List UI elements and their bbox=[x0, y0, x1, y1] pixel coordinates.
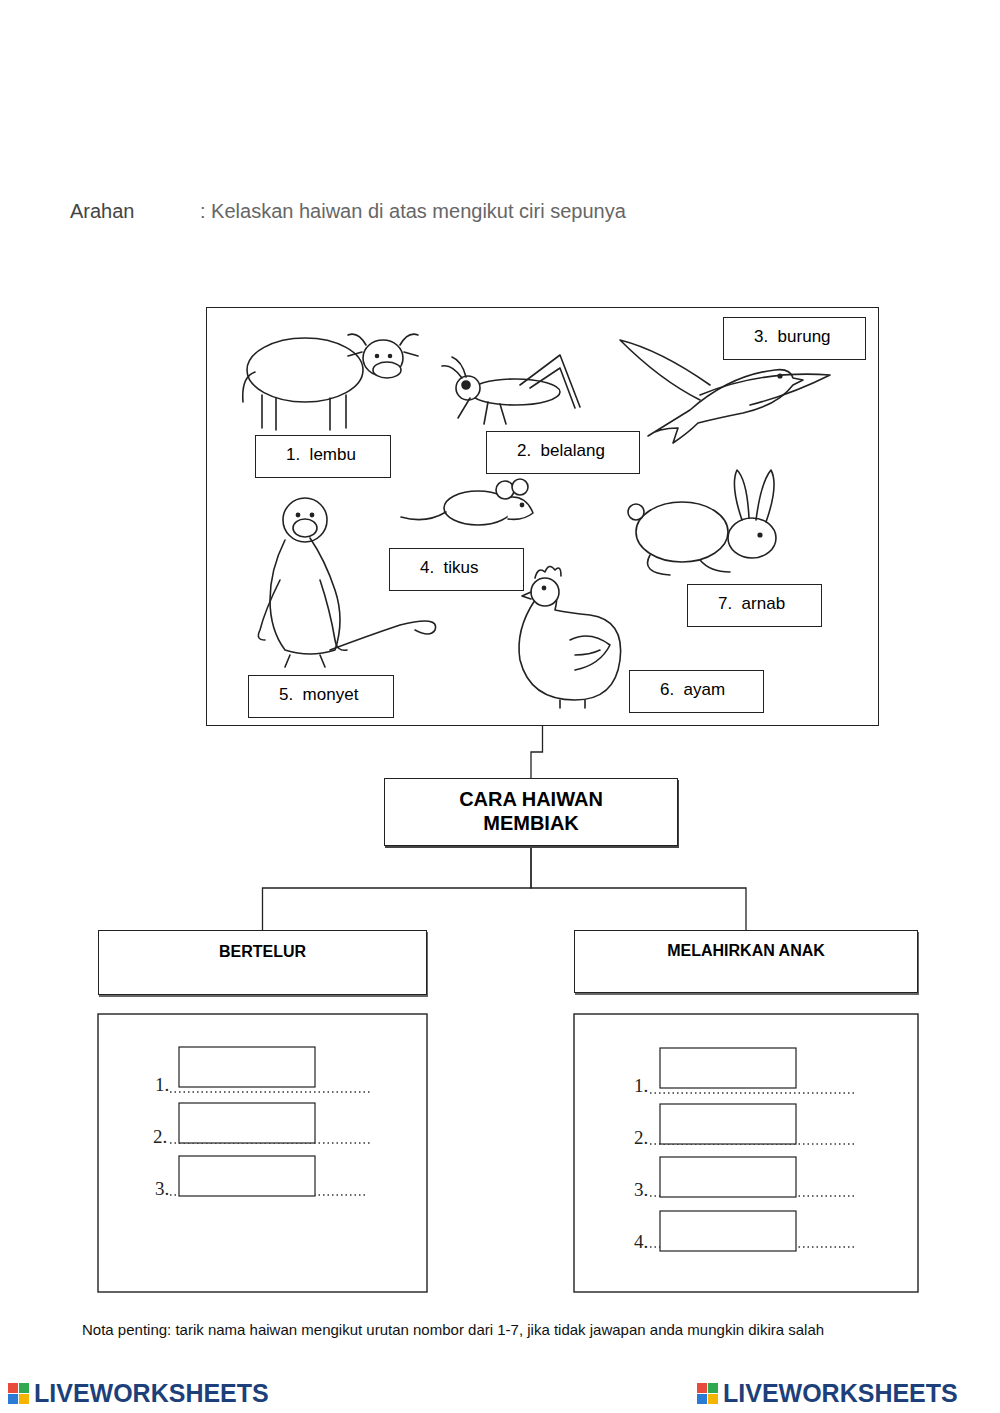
animal-name-box: 7. arnab bbox=[687, 584, 822, 627]
connector-line bbox=[531, 726, 543, 778]
node-text: 1. lembu bbox=[286, 445, 356, 465]
animal-picture-frame: 1. lembu 2. belalang 3. burung 4. tikus 5. m… bbox=[206, 307, 879, 726]
answer-number: 2. bbox=[634, 1127, 648, 1149]
animal-name-box: 2. belalang bbox=[486, 431, 640, 474]
animal-name-box: 6. ayam bbox=[629, 670, 764, 713]
node-text: 3. burung bbox=[754, 327, 831, 347]
node-text: CARA HAIWAN MEMBIAK bbox=[444, 787, 619, 835]
animal-name-box: 3. burung bbox=[723, 317, 866, 360]
instruction-heading: Arahan bbox=[70, 200, 135, 223]
answer-number: 4. bbox=[634, 1231, 648, 1253]
answer-number: 2. bbox=[153, 1126, 167, 1148]
answer-number: 1. bbox=[634, 1075, 648, 1097]
node-text: 7. arnab bbox=[718, 594, 785, 614]
answer-number: 3. bbox=[634, 1179, 648, 1201]
answer-number: 1. bbox=[155, 1074, 169, 1096]
answer-number: 3. bbox=[155, 1178, 169, 1200]
main-topic-box: CARA HAIWAN MEMBIAK bbox=[384, 778, 678, 846]
node-text: 4. tikus bbox=[420, 558, 479, 578]
instruction-text: : Kelaskan haiwan di atas mengikut ciri … bbox=[200, 200, 626, 223]
animal-name-box: 4. tikus bbox=[389, 548, 524, 591]
mouse-drawing bbox=[401, 479, 533, 525]
category-header-box: BERTELUR bbox=[98, 930, 427, 995]
answer-drop-boxes bbox=[179, 1047, 796, 1251]
node-text: 2. belalang bbox=[517, 441, 605, 461]
animal-name-box: 1. lembu bbox=[255, 435, 391, 478]
cow-drawing bbox=[243, 334, 418, 430]
node-text: 5. monyet bbox=[279, 685, 358, 705]
node-text: MELAHIRKAN ANAK bbox=[667, 941, 825, 960]
watermark-logo: LIVEWORKSHEETS bbox=[34, 1379, 269, 1408]
grasshopper-drawing bbox=[442, 355, 580, 424]
node-text: 6. ayam bbox=[660, 680, 725, 700]
important-note: Nota penting: tarik nama haiwan mengikut… bbox=[82, 1321, 824, 1338]
connector-line bbox=[531, 846, 746, 930]
category-header-box: MELAHIRKAN ANAK bbox=[574, 930, 918, 993]
node-text: BERTELUR bbox=[219, 942, 306, 961]
chicken-drawing bbox=[519, 566, 621, 708]
rabbit-drawing bbox=[628, 470, 776, 575]
watermark-logo: LIVEWORKSHEETS bbox=[723, 1379, 958, 1408]
connector-line bbox=[263, 846, 532, 930]
answer-panels bbox=[98, 1014, 918, 1292]
animal-name-box: 5. monyet bbox=[248, 675, 394, 718]
